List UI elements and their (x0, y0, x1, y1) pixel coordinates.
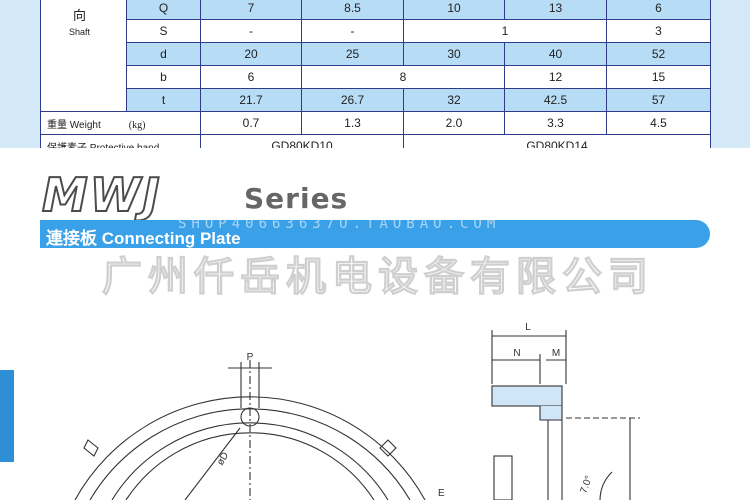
series-title: MWJ (41, 167, 162, 223)
table-cell: 8.5 (301, 0, 404, 20)
table-cell: 52 (606, 42, 711, 66)
table-cell: 4.5 (606, 111, 711, 135)
flange-top (491, 385, 563, 407)
hub-step (539, 406, 563, 421)
rim-notch (379, 439, 397, 457)
angle-arc (599, 471, 613, 500)
table-cell: 13 (504, 0, 607, 20)
weight-label-cell: 重量 Weight (kg) (40, 111, 201, 135)
table-cell: 57 (606, 88, 711, 112)
watermark-company: 广州仟岳机电设备有限公司 (102, 255, 654, 300)
table-cell: - (200, 19, 302, 43)
row-label-t: t (126, 88, 201, 112)
row-label-s: S (126, 19, 201, 43)
table-cell: 10 (403, 0, 505, 20)
table-cell: 1 (403, 19, 607, 43)
table-cell: 2.0 (403, 111, 505, 135)
table-cell: - (301, 19, 404, 43)
table-cell: 6 (606, 0, 711, 20)
label-d: øD (215, 450, 231, 467)
shaft-label-cell: 向 Shaft (40, 0, 127, 112)
section-label: 連接板 Connecting Plate (46, 229, 241, 248)
weight-label: 重量 Weight (47, 119, 101, 131)
table-cell: 3.3 (504, 111, 607, 135)
table-cell: 40 (504, 42, 607, 66)
side-view-labels: L N M E 7.0° (438, 322, 595, 499)
table-cell: 30 (403, 42, 505, 66)
left-accent-bar (0, 370, 14, 462)
technical-drawing: P øD L N M E 7.0° (74, 322, 640, 500)
table-cell: 26.7 (301, 88, 404, 112)
table-cell: 1.3 (301, 111, 404, 135)
table-cell: 20 (200, 42, 302, 66)
d-leader-line (184, 427, 241, 500)
label-e: E (438, 488, 445, 499)
inner-rim (111, 422, 389, 500)
table-cell: 6 (200, 65, 302, 89)
series-subtitle: Series (244, 182, 349, 215)
shaft-label-cn: 向 (73, 8, 87, 23)
shaft-label-en: Shaft (69, 27, 91, 37)
label-m: M (552, 348, 560, 359)
row-label-b: b (126, 65, 201, 89)
row-label-q: Q (126, 0, 201, 20)
table-cell: 7 (200, 0, 302, 20)
watermark-url: SHOP40663637O.TAOBAO.COM (178, 216, 501, 232)
front-view (74, 360, 426, 500)
section-band (40, 220, 710, 248)
spec-table: 向 Shaft Q 7 8.5 10 13 6 S - - 1 3 d 20 2… (40, 0, 711, 158)
table-cell: 0.7 (200, 111, 302, 135)
table-cell: 42.5 (504, 88, 607, 112)
table-cell: 8 (301, 65, 505, 89)
table-cell: 25 (301, 42, 404, 66)
label-l: L (525, 322, 531, 333)
label-angle: 7.0° (578, 474, 594, 495)
row-label-d: d (126, 42, 201, 66)
connecting-plate-section (0, 148, 750, 500)
label-n: N (513, 348, 520, 359)
inner-rim-inner (125, 432, 375, 500)
table-cell: 32 (403, 88, 505, 112)
side-view (491, 330, 640, 500)
spec-section: 向 Shaft Q 7 8.5 10 13 6 S - - 1 3 d 20 2… (0, 0, 750, 158)
rim-notch (83, 439, 99, 457)
lower-lug (493, 455, 513, 500)
table-cell: 15 (606, 65, 711, 89)
table-cell: 12 (504, 65, 607, 89)
table-cell: 21.7 (200, 88, 302, 112)
weight-unit: (kg) (128, 119, 146, 131)
table-cell: 3 (606, 19, 711, 43)
label-p: P (247, 352, 254, 363)
